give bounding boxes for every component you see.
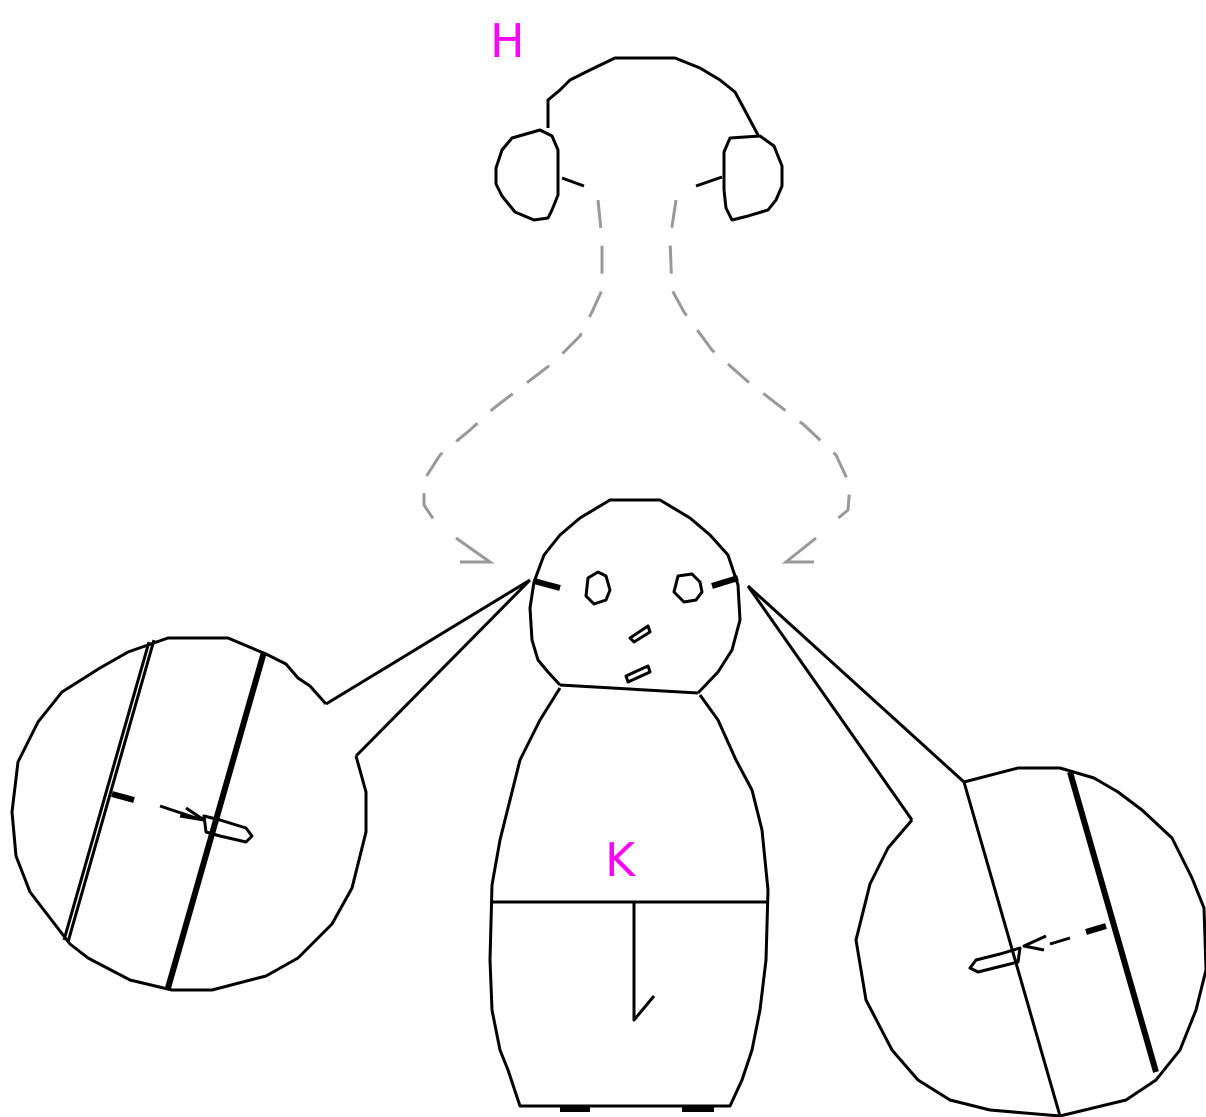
left-magnifier-pointer-upper <box>325 578 531 706</box>
right-sound-wave-dash-1 <box>1085 923 1107 935</box>
right-ear-magnifier <box>746 584 1206 1117</box>
left-signal-arrowhead <box>455 536 495 564</box>
left-ossicle <box>202 814 254 844</box>
headband <box>546 56 760 136</box>
right-earcup <box>722 134 784 222</box>
right-ossicle <box>968 946 1022 974</box>
left-ear-mark <box>533 578 561 591</box>
right-magnifier-circle <box>854 766 1206 1117</box>
left-earcup-stem <box>561 176 585 188</box>
person-label: K <box>605 833 637 887</box>
left-magnifier-circle <box>10 636 368 992</box>
left-membrane-outer-inner <box>62 641 151 941</box>
left-earcup <box>494 128 560 222</box>
right-sound-wave-arrowhead <box>1022 934 1047 952</box>
right-signal-path <box>668 199 852 522</box>
right-signal-arrowhead <box>781 536 817 564</box>
right-magnifier-pointer-lower <box>746 585 914 821</box>
headphones: H <box>490 14 784 222</box>
right-magnifier-pointer-upper <box>746 584 966 784</box>
person-nose <box>628 624 652 644</box>
left-magnifier-pointer-lower <box>354 578 532 758</box>
person-head <box>528 498 742 695</box>
left-sound-wave-dash-1 <box>111 791 135 803</box>
person: K <box>488 498 770 1112</box>
person-left-eye <box>584 570 612 606</box>
left-sound-wave-dash-2 <box>159 804 197 820</box>
right-ear-mark <box>711 575 739 589</box>
right-membrane-inner <box>1067 771 1159 1073</box>
signal-paths <box>422 199 852 564</box>
person-neck <box>559 683 699 695</box>
right-earcup-stem <box>695 175 723 188</box>
person-right-eye <box>672 572 704 604</box>
left-signal-path <box>422 199 604 521</box>
right-sound-wave-dash-2 <box>1049 936 1071 946</box>
person-leg-divider <box>632 902 656 1022</box>
person-body <box>488 687 770 1108</box>
left-membrane-outer <box>66 639 156 943</box>
headphones-label: H <box>490 14 525 68</box>
person-mouth <box>624 664 652 684</box>
left-ear-magnifier <box>10 578 532 992</box>
